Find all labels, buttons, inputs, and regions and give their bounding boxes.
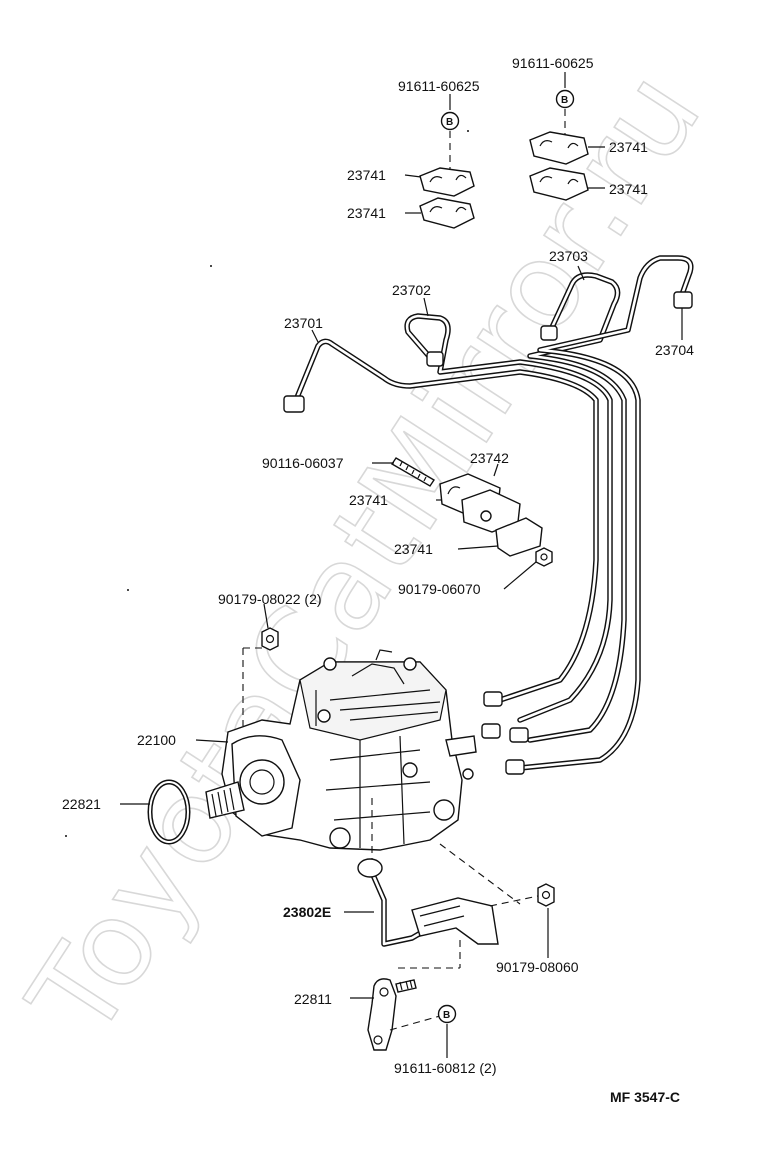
- label-bolt-b2: 91611-60625: [512, 55, 594, 71]
- clamp-middle-c: [495, 517, 543, 557]
- o-ring: [147, 779, 191, 845]
- label-bolt-b1: 91611-60625: [398, 78, 480, 94]
- clamp-upper-right: [529, 131, 589, 165]
- clamp-lower-left: [419, 197, 475, 229]
- label-clamp-a2: 23741: [347, 205, 386, 221]
- label-stud: 90116-06037: [262, 455, 344, 471]
- label-pipe-23701: 23701: [284, 315, 323, 331]
- svg-text:B: B: [561, 95, 568, 106]
- label-clamp-b2: 23741: [609, 181, 648, 197]
- bolt-symbol-left: B: [440, 111, 460, 131]
- throttle-bracket: [367, 978, 417, 1051]
- watermark-text: ToyotaCatMirror.ru: [2, 46, 728, 1061]
- diagram-code: MF 3547-C: [610, 1089, 680, 1105]
- lever-bracket: [411, 897, 499, 945]
- label-clamp-d: 23741: [349, 492, 388, 508]
- label-pump-22100: 22100: [137, 732, 176, 748]
- label-nut-06070: 90179-06070: [398, 581, 481, 597]
- injection-pump: [205, 649, 477, 851]
- label-oring-22821: 22821: [62, 796, 101, 812]
- label-bracket-22811: 22811: [294, 991, 332, 1007]
- clamp-lower-right: [529, 167, 589, 201]
- nut-middle: [535, 547, 553, 567]
- label-clamp-23742: 23742: [470, 450, 509, 466]
- bolt-symbol-right: B: [555, 89, 575, 109]
- label-clamp-b1: 23741: [609, 139, 648, 155]
- label-clamp-a1: 23741: [347, 167, 386, 183]
- stud-bolt: [391, 457, 435, 487]
- label-hose-23802e: 23802E: [283, 904, 331, 920]
- injection-pipes: [293, 255, 694, 771]
- label-clamp-e: 23741: [394, 541, 433, 557]
- svg-text:B: B: [446, 117, 453, 128]
- clamp-upper-left: [419, 167, 475, 197]
- nut-top: [261, 627, 279, 651]
- bolt-symbol-bottom: B: [437, 1004, 457, 1024]
- label-pipe-23702: 23702: [392, 282, 431, 298]
- nut-lower: [537, 883, 555, 907]
- svg-text:B: B: [443, 1010, 450, 1021]
- pipe-nuts: [283, 291, 693, 775]
- label-nut-08060: 90179-08060: [496, 959, 579, 975]
- label-pipe-23704: 23704: [655, 342, 694, 358]
- label-bolt-b3: 91611-60812 (2): [394, 1060, 496, 1076]
- label-nut-08022: 90179-08022 (2): [218, 591, 322, 607]
- label-pipe-23703: 23703: [549, 248, 588, 264]
